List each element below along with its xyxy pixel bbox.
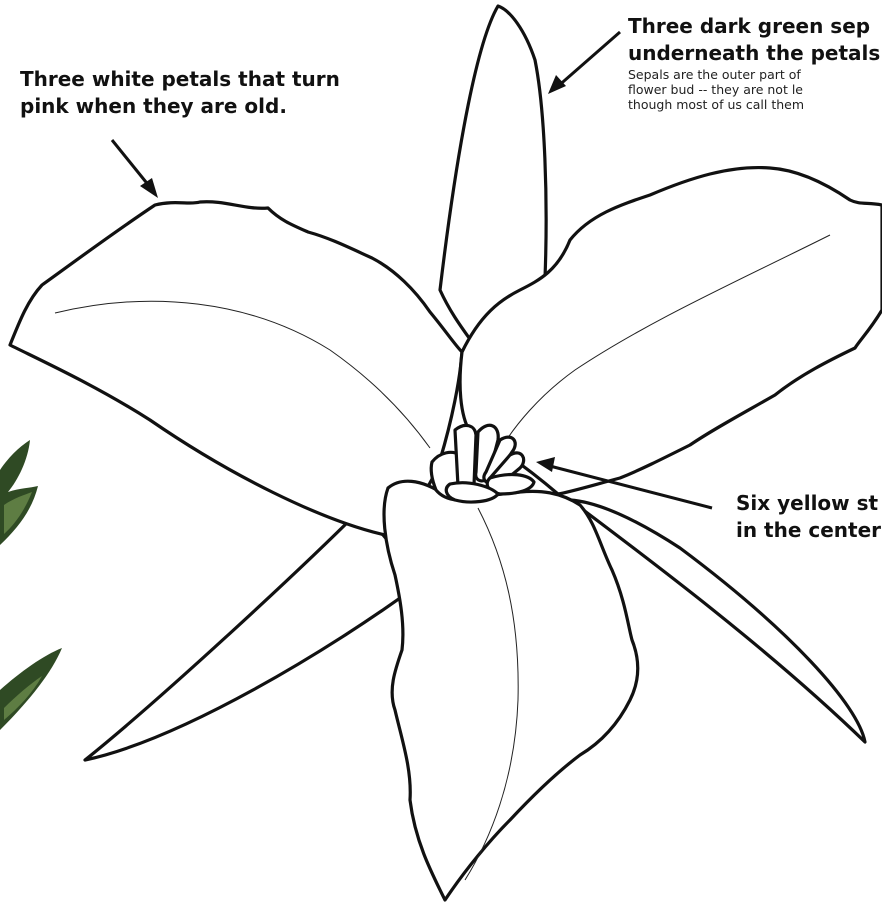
arrow-sepals	[548, 32, 620, 94]
petals-annotation-line-1: Three white petals that turn	[20, 66, 340, 93]
sepals-title-line-2: underneath the petals	[628, 40, 880, 67]
sepals-annotation-title: Three dark green sep underneath the peta…	[628, 13, 880, 67]
sepals-title-line-1: Three dark green sep	[628, 13, 880, 40]
stamens-annotation-line-1: Six yellow st	[736, 490, 881, 517]
petal-bottom	[384, 481, 638, 900]
stamens-annotation-line-2: in the center	[736, 517, 881, 544]
petals-annotation: Three white petals that turn pink when t…	[20, 66, 340, 120]
sepals-annotation-note: Sepals are the outer part of flower bud …	[628, 67, 804, 112]
sepals-note-line-1: Sepals are the outer part of	[628, 67, 804, 82]
arrow-petals	[112, 140, 158, 198]
stamens-annotation: Six yellow st in the center	[736, 490, 881, 544]
sepals-note-line-3: though most of us call them	[628, 97, 804, 112]
sepals-note-line-2: flower bud -- they are not le	[628, 82, 804, 97]
petals-annotation-line-2: pink when they are old.	[20, 93, 340, 120]
sepal-lower-left	[85, 510, 418, 760]
